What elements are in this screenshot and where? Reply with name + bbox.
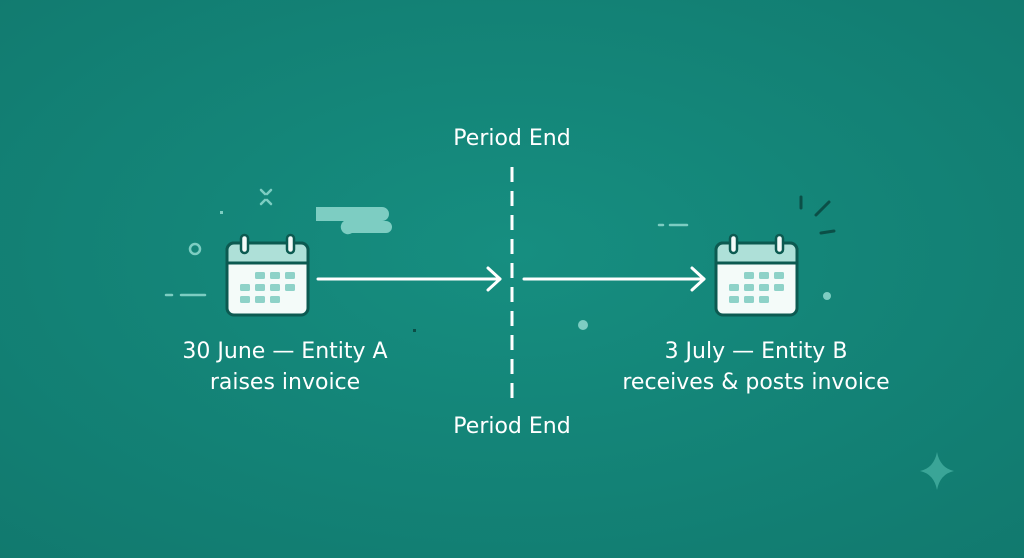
dot-decoration (413, 329, 416, 332)
cloud-decoration (316, 207, 392, 235)
sparkle-star-decoration (920, 452, 954, 490)
calendar-icon (714, 233, 799, 317)
left-event-line2: raises invoice (209, 370, 361, 395)
right-event-line1: 3 July — Entity B (664, 339, 848, 364)
decorations (164, 188, 836, 297)
period-end-label-bottom: Period End (453, 414, 571, 439)
left-event-line1: 30 June — Entity A (182, 339, 388, 364)
left-event-caption: 30 June — Entity A raises invoice (130, 336, 440, 398)
arrow-left-to-period (316, 266, 502, 292)
right-event-line2: receives & posts invoice (622, 370, 890, 395)
burst-lines-decoration (799, 195, 836, 235)
dot-decoration (823, 292, 831, 300)
small-circle-decoration (188, 242, 202, 256)
sparkle-x-decoration (259, 188, 273, 206)
dot-decoration (578, 320, 588, 330)
dot-decoration (220, 211, 223, 214)
period-end-label-top: Period End (453, 126, 571, 151)
calendar-icon (225, 233, 310, 317)
right-event-caption: 3 July — Entity B receives & posts invoi… (606, 336, 906, 398)
arrow-period-to-right (522, 266, 706, 292)
